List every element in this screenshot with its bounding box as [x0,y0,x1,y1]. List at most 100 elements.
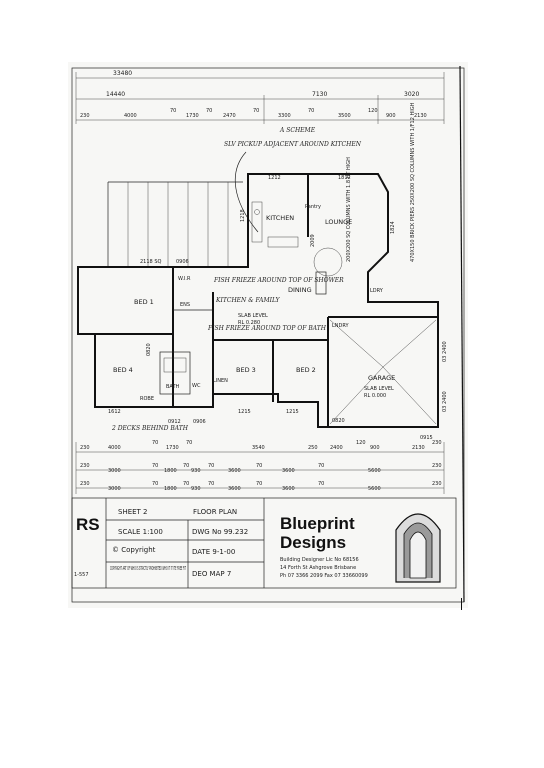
dim-top-row3-7: 3300 [278,113,291,119]
dim-b1-5: 3540 [252,445,265,451]
dim-top-row3-8: 70 [308,108,314,114]
dim-b1-10: 2130 [412,445,425,451]
room-ens: ENS [180,302,190,308]
dim-int-11: 1215 [286,409,299,415]
dim-b3-6: 70 [208,481,214,487]
dim-top-row3-11: 900 [386,113,396,119]
company-phone: Ph 07 3366 2099 Fax 07 33660099 [280,573,368,579]
dim-b1-11: 230 [432,440,442,446]
dim-int-8: 0912 [168,419,181,425]
dim-b2-11: 5600 [368,468,381,474]
copyright-label: © Copyright [112,546,156,554]
dim-top-row3-3: 1730 [186,113,199,119]
scheme-note: A SCHEME [279,127,316,134]
slab-level-garage-value: RL 0.000 [364,393,386,399]
dim-b3-4: 70 [183,481,189,487]
dim-b3-12: 230 [432,481,442,487]
column-note: 200X200 SQ COLUMNS WITH 1.8 HT HIGH [346,157,352,262]
room-linen: LINEN [213,378,228,384]
decks-note: 2 DECKS BEHIND BATH [111,425,189,432]
dim-b3-1: 3000 [108,486,121,492]
dim-int-3: 0906 [176,259,189,265]
dim-int-6: 1824 [390,221,396,234]
room-bed2: BED 2 [296,366,316,374]
dim-b2-8: 70 [256,463,262,469]
dim-top-row3-1: 4000 [124,113,137,119]
company-name-line2: Designs [280,533,346,552]
kitchen-bench [251,201,263,243]
dining-table [313,247,343,277]
room-wc: WC [192,383,201,389]
dim-b2-10: 70 [318,463,324,469]
slab-level-garage-label: SLAB LEVEL [364,386,394,392]
dim-b1-2: 70 [152,440,158,446]
sink-icon [254,209,260,215]
fish-frieze-bath-note: FISH FRIEZE AROUND TOP OF BATH [207,325,327,332]
dim-b1-3: 1730 [166,445,179,451]
room-garage: GARAGE [368,374,395,382]
company-address: 14 Forth St Ashgrove Brisbane [280,565,356,571]
room-kitchen: KITCHEN [266,214,294,222]
dim-int-2: 2118 SQ [140,259,161,265]
dim-top-overall: 33480 [113,70,132,77]
pergola [107,181,243,267]
dim-top-row3-9: 3500 [338,113,351,119]
floor-plan-sheet: 33480 14440 7130 3020 230 4000 70 1730 7… [68,62,468,608]
garage-roof-lines [329,319,437,425]
dim-top-row3-0: 230 [80,113,90,119]
dim-b3-10: 70 [318,481,324,487]
dim-b2-4: 70 [183,463,189,469]
dim-b1-1: 4000 [108,445,121,451]
sheet-border [71,67,465,603]
dwg-number: DWG No 99.232 [192,528,248,536]
fish-frieze-shower-note: FISH FRIEZE AROUND TOP OF SHOWER [213,277,344,284]
dim-b2-2: 70 [152,463,158,469]
dim-b3-5: 930 [191,486,201,492]
room-dining: DINING [288,286,312,294]
dim-int-5: 2009 [310,234,316,247]
side-code: 1-557 [74,572,89,578]
title-block: RS 1-557 SHEET 2 FLOOR PLAN SCALE 1:100 … [71,497,457,589]
dim-int-10: 1215 [238,409,251,415]
bottom-dimensions: 230 4000 70 1730 70 3540 250 2400 120 90… [75,440,445,494]
dim-top-row3-2: 70 [170,108,176,114]
interior-dimensions: 1212 1812 2118 SQ 0906 1218 2009 1824 16… [108,175,448,441]
date-label: DATE 9-1-00 [192,548,235,556]
dim-b1-6: 250 [308,445,318,451]
dim-b2-9: 3600 [282,468,295,474]
company-name-line1: Blueprint [280,514,355,533]
dim-top-row3-12: 2130 [414,113,427,119]
dim-b2-7: 3600 [228,468,241,474]
partial-logo: RS [76,515,100,534]
room-bed4: BED 4 [113,366,133,374]
dim-top-row2-2: 3020 [404,91,419,98]
dim-top-row3-6: 70 [253,108,259,114]
room-wir: W.I.R [178,276,191,282]
dim-int-7: 1612 [108,409,121,415]
dim-top-row3-5: 2470 [223,113,236,119]
dim-top-row2-0: 14440 [106,91,125,98]
designer-licence: Building Designer Lic No 68156 [280,557,359,563]
dim-int-12: 0820 [146,343,152,356]
blueprint-designs-logo [395,513,441,583]
kitchen-island [267,236,299,248]
room-ldry: LDRY [370,288,384,294]
dim-b3-3: 1800 [164,486,177,492]
dim-b3-0: 230 [80,481,90,487]
dim-b2-0: 230 [80,463,90,469]
scale-label: SCALE 1:100 [118,528,163,536]
dim-b3-2: 70 [152,481,158,487]
dim-top-row2-1: 7130 [312,91,327,98]
dim-b2-5: 930 [191,468,201,474]
copyright-fine-print: COPYRIGHT ART OF WHO IS STRICTLY PROHIBI… [110,566,186,572]
sheet-title: FLOOR PLAN [193,508,237,516]
kitchen-note: SLV PICKUP ADJACENT AROUND KITCHEN [224,141,362,148]
dim-b3-9: 3600 [282,486,295,492]
dim-b3-11: 5600 [368,486,381,492]
dim-b3-8: 70 [256,481,262,487]
dim-b1-7: 2400 [330,445,343,451]
dim-top-row3-10: 120 [368,108,378,114]
dim-right-1: 03 2400 [442,391,448,412]
dim-int-14: 0915 [420,435,433,441]
room-lounge: LOUNGE [325,218,352,226]
